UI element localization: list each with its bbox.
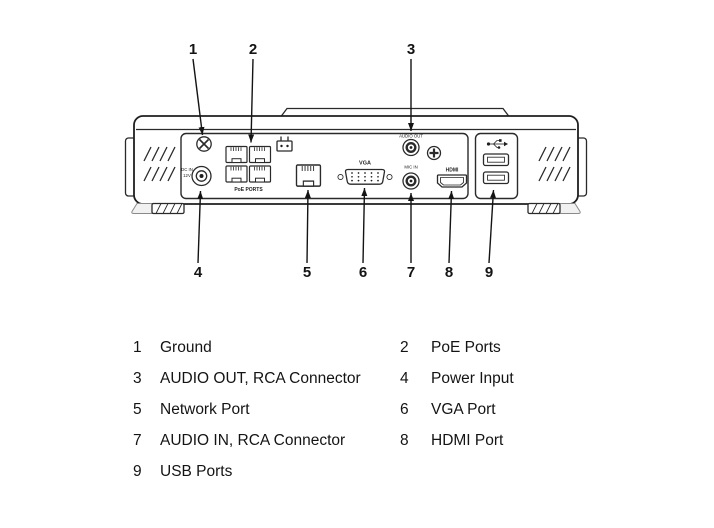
- callout-number-7: 7: [407, 264, 415, 281]
- usb-icon: [486, 139, 508, 149]
- hdmi-label: HDMI: [446, 168, 459, 174]
- callout-number-1: 1: [189, 41, 197, 58]
- two-pin-terminal: [276, 136, 293, 152]
- callout-number-9: 9: [485, 264, 493, 281]
- callout-number-8: 8: [445, 264, 453, 281]
- right-outer-foot: [559, 203, 581, 214]
- legend-label: PoE Ports: [431, 339, 501, 356]
- legend-label: Ground: [160, 339, 212, 356]
- legend-num: 2: [400, 339, 409, 356]
- legend-label: HDMI Port: [431, 432, 504, 449]
- callout-number-2: 2: [249, 41, 257, 58]
- poe-port-3: [225, 165, 248, 183]
- callout-arrow-6: [361, 187, 368, 264]
- network-port: [295, 164, 322, 187]
- audio-in-jack: MIC IN: [402, 165, 420, 190]
- dc-in-label: DC IN: [181, 167, 193, 172]
- legend-label: Power Input: [431, 370, 514, 387]
- legend-num-empty: [400, 462, 431, 481]
- hdmi-port: HDMI: [436, 168, 468, 188]
- legend-num: 9: [133, 463, 142, 480]
- left-vents: [143, 146, 176, 182]
- legend-label: USB Ports: [160, 463, 233, 480]
- vga-pins: [351, 172, 379, 182]
- left-outer-foot: [131, 203, 153, 214]
- dc-in-jack: DC IN 12V: [181, 165, 212, 187]
- legend-num: 3: [133, 370, 142, 387]
- legend-label: VGA Port: [431, 401, 496, 418]
- vga-port: VGA: [337, 161, 393, 185]
- legend-num: 4: [400, 370, 409, 387]
- callout-number-6: 6: [359, 264, 367, 281]
- device-chassis: [124, 107, 588, 215]
- ground-screw: [196, 136, 212, 152]
- rear-panel-diagram: DC IN 12V PoE PORTS VGA: [124, 41, 588, 281]
- poe-port-4: [248, 165, 272, 183]
- poe-ports-label: PoE PORTS: [234, 187, 263, 193]
- connector-panel: [180, 132, 469, 200]
- poe-port-1: [225, 145, 248, 164]
- callout-number-3: 3: [407, 41, 415, 58]
- legend-label: Network Port: [160, 401, 250, 418]
- mic-in-label: MIC IN: [404, 165, 417, 170]
- legend-num: 7: [133, 432, 142, 449]
- legend-num: 5: [133, 401, 142, 418]
- callout-arrow-4: [197, 190, 204, 264]
- legend-label: AUDIO OUT, RCA Connector: [160, 370, 361, 387]
- callout-number-4: 4: [194, 264, 203, 281]
- legend-num: 8: [400, 432, 409, 449]
- callout-arrow-2: [248, 58, 255, 143]
- callout-arrow-8: [448, 190, 455, 264]
- poe-port-2: [248, 145, 272, 164]
- legend-num: 1: [133, 339, 142, 356]
- callout-arrow-9: [488, 189, 497, 264]
- legend-label: AUDIO IN, RCA Connector: [160, 432, 346, 449]
- right-vents: [538, 146, 571, 182]
- callout-number-5: 5: [303, 264, 311, 281]
- dc-in-voltage-label: 12V: [183, 173, 191, 178]
- callout-arrow-1: [192, 58, 205, 136]
- vga-label: VGA: [359, 161, 371, 167]
- audio-out-jack: AUDIO OUT: [399, 134, 423, 157]
- poe-ports: PoE PORTS: [225, 145, 272, 193]
- callout-arrow-5: [304, 189, 311, 264]
- legend: 1 Ground 2 PoE Ports 3 AUDIO OUT, RCA Co…: [133, 338, 514, 481]
- usb-ports: [482, 139, 510, 185]
- legend-label-empty: [431, 462, 514, 481]
- audio-out-label: AUDIO OUT: [399, 134, 423, 139]
- top-bump: [280, 107, 510, 117]
- panel-screw: [426, 145, 442, 161]
- legend-num: 6: [400, 401, 409, 418]
